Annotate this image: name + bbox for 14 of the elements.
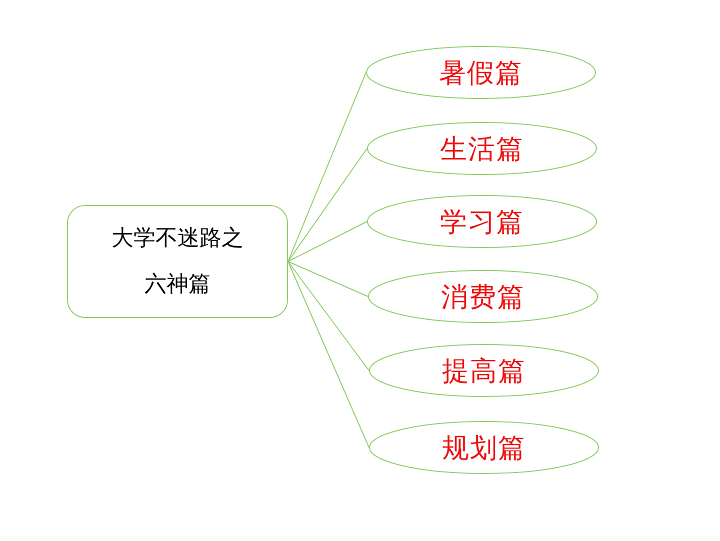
- node-label: 消费篇: [441, 280, 525, 314]
- node-label: 提高篇: [442, 354, 526, 388]
- node-label: 规划篇: [442, 432, 526, 466]
- rounded-box: [67, 205, 288, 318]
- connector-line: [288, 261, 368, 297]
- connector-line: [288, 221, 368, 262]
- node-label: 生活篇: [440, 132, 524, 166]
- connector-line: [288, 148, 368, 262]
- connector-line: [288, 261, 370, 448]
- connector-line: [288, 72, 366, 262]
- node-label: 大学不迷路之六神篇: [110, 224, 244, 298]
- connector-line: [288, 261, 370, 371]
- node-label: 暑假篇: [439, 56, 523, 90]
- node-label: 学习篇: [440, 206, 524, 240]
